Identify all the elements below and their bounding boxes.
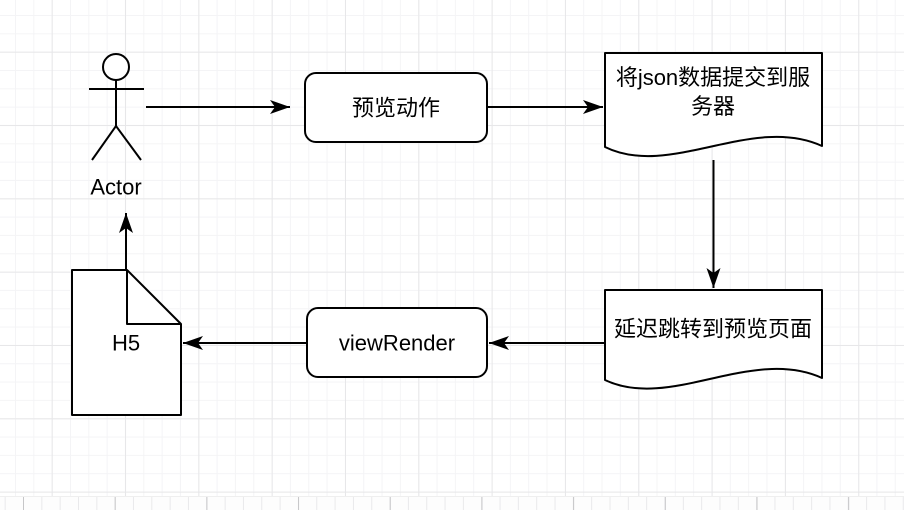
node-actor[interactable] (89, 53, 144, 161)
h5-label[interactable]: H5 (111, 330, 141, 356)
actor-label[interactable]: Actor (90, 174, 142, 200)
actor-head (102, 53, 130, 81)
view-render-label[interactable]: viewRender (338, 330, 456, 356)
node-submit-json[interactable] (604, 52, 823, 158)
node-h5[interactable] (71, 269, 182, 416)
actor-right-leg (115, 125, 142, 161)
preview-action-label[interactable]: 预览动作 (351, 95, 441, 121)
node-delay-redirect[interactable] (604, 289, 823, 390)
submit-json-label[interactable]: 将json数据提交到服务器 (615, 65, 811, 119)
h5-note-outline (71, 269, 182, 416)
bottom-ruler (0, 496, 904, 510)
delay-redirect-label[interactable]: 延迟跳转到预览页面 (613, 316, 813, 342)
actor-left-leg (91, 125, 117, 161)
h5-note-fold (126, 270, 181, 325)
